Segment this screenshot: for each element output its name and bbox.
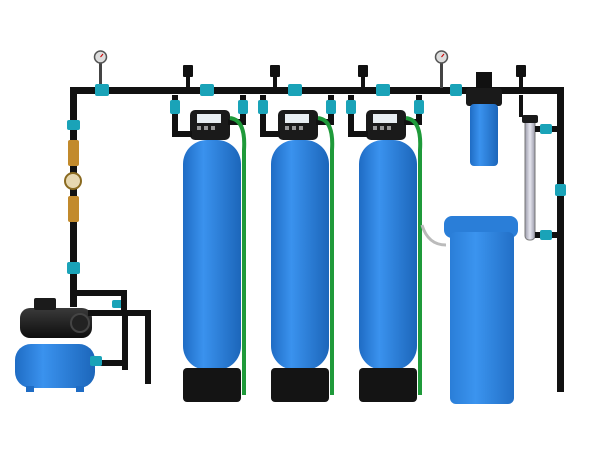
header-valves (95, 84, 462, 96)
cartridge-filter (466, 72, 502, 166)
header-sensors (183, 65, 526, 87)
pressure-tank (15, 344, 102, 392)
filter-tank-3 (346, 95, 447, 402)
filter-tank-1 (170, 95, 248, 402)
supply-line-fittings (64, 120, 82, 274)
pressure-gauge-icon (434, 50, 449, 88)
uv-lamp-icon (519, 95, 566, 241)
pressure-gauge-icon (93, 50, 108, 88)
filter-tank-2 (258, 95, 336, 402)
pump-icon (20, 290, 151, 384)
brine-tank (444, 216, 518, 404)
